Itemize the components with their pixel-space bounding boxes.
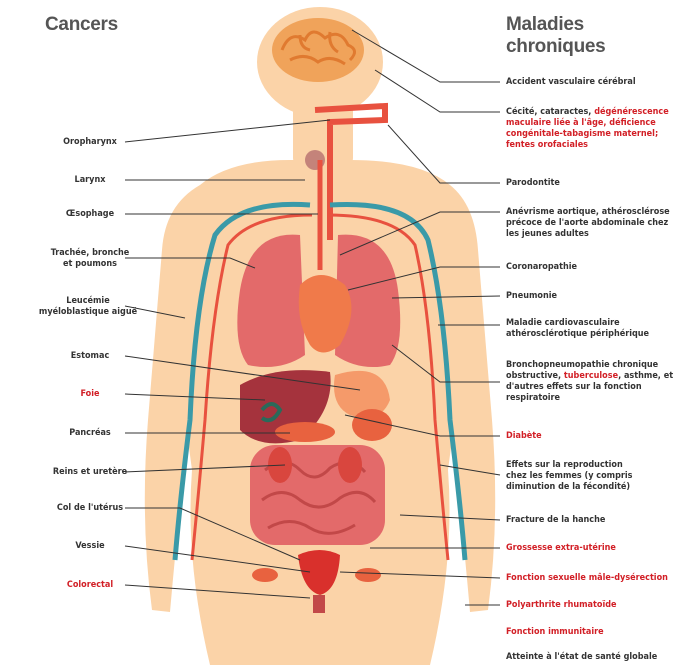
spleen	[352, 409, 392, 441]
cancers-header: Cancers	[45, 14, 118, 36]
ovary-left	[252, 568, 278, 582]
label-cecite-plain: Cécité, cataractes,	[506, 107, 594, 117]
label-estomac: Estomac	[50, 351, 130, 362]
label-foie: Foie	[50, 389, 130, 400]
label-cardiovasculaire: Maladie cardiovasculaire athérosclérotiq…	[506, 318, 666, 340]
label-oesophage: Œsophage	[50, 209, 130, 220]
label-tuberculose: tuberculose	[564, 371, 618, 381]
label-larynx: Larynx	[50, 175, 130, 186]
rectum	[313, 595, 325, 613]
label-bpco: Bronchopneumopathie chronique obstructiv…	[506, 360, 676, 404]
label-reins: Reins et uretère	[40, 467, 140, 478]
label-grossesse: Grossesse extra-utérine	[506, 543, 676, 554]
label-vessie: Vessie	[50, 541, 130, 552]
label-pancreas: Pancréas	[50, 428, 130, 439]
brain	[272, 18, 364, 82]
label-erectile: Fonction sexuelle mâle-dysérection	[506, 573, 676, 584]
label-diabete: Diabète	[506, 431, 676, 442]
maladies-header: Maladies chroniques	[506, 14, 682, 58]
label-parodontite: Parodontite	[506, 178, 676, 189]
label-polyarthrite: Polyarthrite rhumatoïde	[506, 600, 676, 611]
label-hanche: Fracture de la hanche	[506, 515, 676, 526]
label-trachee: Trachée, bronche et poumons	[40, 248, 140, 270]
label-leucemie: Leucémie myéloblastique aiguë	[28, 296, 148, 318]
label-coronaropathie: Coronaropathie	[506, 262, 676, 273]
label-pneumonie: Pneumonie	[506, 291, 676, 302]
ovary-right	[355, 568, 381, 582]
label-reproduction: Effets sur la reproduction chez les femm…	[506, 460, 641, 493]
label-anevrisme: Anévrisme aortique, athérosclérose préco…	[506, 207, 676, 240]
label-col-uterus: Col de l'utérus	[40, 503, 140, 514]
label-colorectal: Colorectal	[50, 580, 130, 591]
label-cecite: Cécité, cataractes, dégénérescence macul…	[506, 107, 676, 151]
kidney-right	[338, 447, 362, 483]
pancreas-organ	[275, 422, 335, 442]
label-avc: Accident vasculaire cérébral	[506, 77, 676, 88]
label-sante: Atteinte à l'état de santé globale	[506, 652, 676, 663]
label-oropharynx: Oropharynx	[50, 137, 130, 148]
label-immunitaire: Fonction immunitaire	[506, 627, 676, 638]
